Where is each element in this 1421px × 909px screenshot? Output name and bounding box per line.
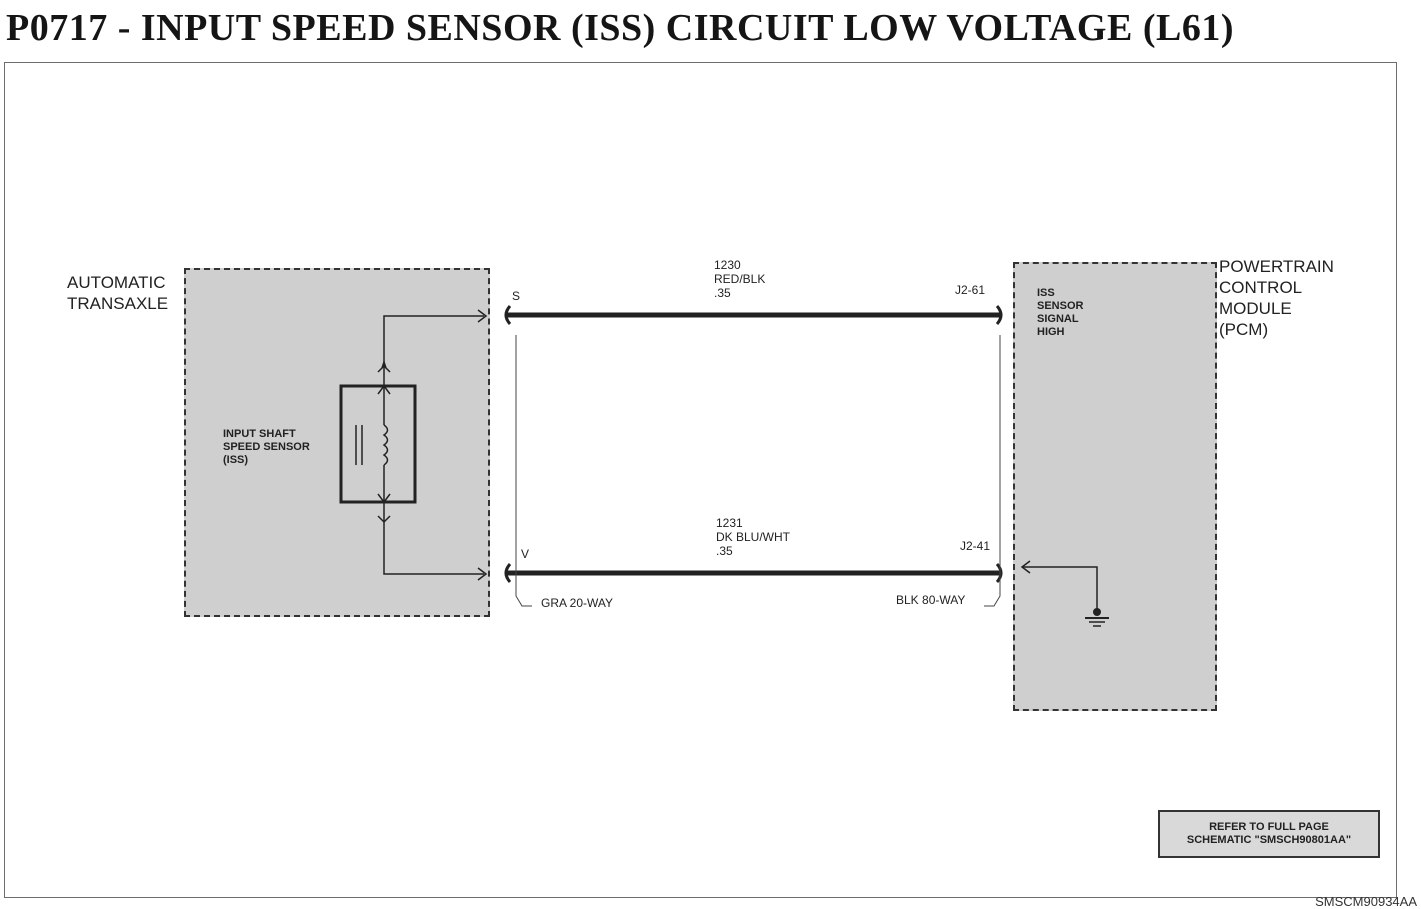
sensor-label-line: SPEED SENSOR xyxy=(223,441,310,453)
wire-circuit: 1230 xyxy=(714,258,741,272)
left-connector-label: GRA 20-WAY xyxy=(541,596,614,610)
wire-end-cap xyxy=(504,305,512,325)
sensor-label-line: (ISS) xyxy=(223,454,249,466)
pcm-label-line: CONTROL xyxy=(1219,278,1303,297)
pin-v-label: V xyxy=(521,547,530,561)
pin-j2-41-label: J2-41 xyxy=(960,539,991,553)
refer-box: REFER TO FULL PAGE SCHEMATIC "SMSCH90801… xyxy=(1158,810,1380,858)
sensor-symbol xyxy=(339,384,417,504)
wire-gauge: .35 xyxy=(714,286,731,300)
figure-code: SMSCM90934AA xyxy=(1315,894,1417,909)
wire-end-cap xyxy=(995,563,1003,583)
signal-label: ISS SENSOR SIGNAL HIGH xyxy=(1037,287,1083,339)
sensor-lead-top xyxy=(383,315,484,386)
connector-arrow xyxy=(377,515,391,524)
signal-label-line: ISS xyxy=(1037,287,1055,299)
signal-label-line: SENSOR xyxy=(1037,300,1084,312)
signal-label-line: SIGNAL xyxy=(1037,313,1079,325)
pin-s-label: S xyxy=(512,289,521,303)
ground-node xyxy=(1093,608,1101,616)
transaxle-module xyxy=(184,268,490,617)
transaxle-label-line: TRANSAXLE xyxy=(67,294,169,313)
pcm-label: POWERTRAIN CONTROL MODULE (PCM) xyxy=(1219,256,1334,340)
pin-j2-61-label: J2-61 xyxy=(955,283,986,297)
sensor-label-line: INPUT SHAFT xyxy=(223,428,296,440)
right-connector-label: BLK 80-WAY xyxy=(896,593,966,607)
connector-top-left-arrow xyxy=(381,359,387,369)
wire-end-cap xyxy=(995,305,1003,325)
wire-1230-label: 1230 RED/BLK .35 xyxy=(714,258,765,300)
wire-color: RED/BLK xyxy=(714,272,766,286)
refer-line: SCHEMATIC "SMSCH90801AA" xyxy=(1186,834,1352,846)
pcm-input-arrow xyxy=(1020,560,1031,574)
wire-end-cap xyxy=(504,563,512,583)
page-title: P0717 - INPUT SPEED SENSOR (ISS) CIRCUIT… xyxy=(6,7,1234,49)
pcm-label-line: POWERTRAIN xyxy=(1219,257,1334,276)
wire-gauge: .35 xyxy=(716,544,733,558)
pcm-module xyxy=(1013,262,1217,711)
sensor-lead-bottom xyxy=(383,502,484,575)
pcm-ground-lead xyxy=(1022,566,1098,610)
wire-color: DK BLU/WHT xyxy=(716,530,791,544)
wire-1231-label: 1231 DK BLU/WHT .35 xyxy=(716,516,790,558)
transaxle-label-line: AUTOMATIC xyxy=(67,273,166,292)
pcm-label-line: (PCM) xyxy=(1219,320,1269,339)
pcm-label-line: MODULE xyxy=(1219,299,1292,318)
connector-bracket-left xyxy=(515,335,532,607)
sensor-label: INPUT SHAFT SPEED SENSOR (ISS) xyxy=(223,428,310,467)
connector-arrow xyxy=(477,567,488,581)
transaxle-label: AUTOMATIC TRANSAXLE xyxy=(67,272,168,314)
connector-bracket-right xyxy=(984,335,1001,607)
connector-arrow xyxy=(377,364,391,373)
refer-line: REFER TO FULL PAGE xyxy=(1209,821,1329,833)
connector-arrow xyxy=(477,309,488,323)
sensor-coil xyxy=(382,424,389,466)
signal-label-line: HIGH xyxy=(1037,326,1065,338)
diagram-frame xyxy=(4,62,1397,898)
wire-circuit: 1231 xyxy=(716,516,743,530)
